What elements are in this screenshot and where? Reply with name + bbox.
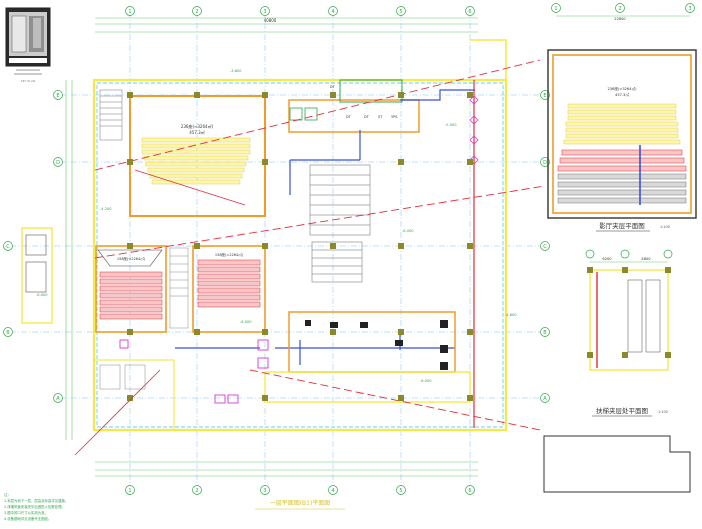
detail-top-axis-1: 1 bbox=[554, 6, 557, 12]
axis-label-B-right: B bbox=[543, 330, 547, 336]
axis-bubbles-side bbox=[3, 90, 550, 403]
top-dimension-chain bbox=[95, 17, 478, 33]
note-line-2: 2.排烟风管安装完毕后做防火包覆处理。 bbox=[4, 504, 65, 509]
cinema-hall-small-2 bbox=[192, 245, 266, 333]
axis-bubbles-top bbox=[125, 6, 475, 495]
axis-label-1-bottom: 1 bbox=[128, 488, 131, 494]
hall-small-2-name: 158座(≈2264㎡) bbox=[215, 252, 244, 257]
equip-label-1: DT bbox=[346, 115, 352, 119]
axis-label-1-top: 1 bbox=[128, 9, 131, 15]
main-plan-caption: 一层平面图(B1)平面图 bbox=[270, 500, 331, 507]
axis-label-6-bottom: 6 bbox=[468, 488, 471, 494]
axis-label-4-bottom: 4 bbox=[331, 488, 334, 494]
axis-label-2-bottom: 2 bbox=[195, 488, 198, 494]
axis-label-E-right: E bbox=[543, 93, 546, 99]
level-mark-6: -4.800 bbox=[505, 313, 517, 317]
detail-top-hall-area: 457.3㎡ bbox=[615, 92, 629, 97]
stair-block-west bbox=[99, 89, 123, 141]
axis-label-A-right: A bbox=[543, 396, 547, 402]
detail-escalator-mezzanine bbox=[585, 249, 673, 371]
level-mark-8: -6.000 bbox=[420, 379, 432, 383]
detail-cinema-mezzanine bbox=[547, 3, 697, 219]
level-mark-5: -6.000 bbox=[240, 320, 252, 324]
detail-top-dimension: 22800 bbox=[614, 17, 626, 21]
level-mark-1: -3.800 bbox=[230, 69, 242, 73]
detail-top-title: 影厅夹层平面图 bbox=[599, 221, 645, 230]
equip-label-4: YPS bbox=[391, 115, 398, 119]
diffusers-south bbox=[119, 339, 269, 404]
cinema-hall-small-1 bbox=[95, 245, 167, 333]
note-line-3: 3.图中风口尺寸以实测为准。 bbox=[4, 510, 48, 515]
axis-label-C-right: C bbox=[543, 244, 547, 250]
detail-mid-scale: 1:100 bbox=[658, 410, 668, 414]
axis-label-2-top: 2 bbox=[195, 9, 198, 15]
equipment-room bbox=[288, 79, 420, 133]
structural-grid bbox=[10, 12, 540, 490]
detail-top-axis-2: 2 bbox=[618, 6, 621, 12]
smoke-exhaust-lines bbox=[94, 59, 546, 431]
equip-label-5: DT bbox=[330, 85, 336, 89]
axis-label-D-right: D bbox=[543, 160, 547, 166]
level-mark-4: -4.200 bbox=[100, 207, 112, 211]
building-outline-inner bbox=[96, 82, 504, 428]
northeast-wing bbox=[470, 39, 507, 80]
corridor-stairs-middle bbox=[169, 247, 189, 329]
detail-top-scale: 1:100 bbox=[660, 225, 670, 229]
axis-label-5-bottom: 5 bbox=[399, 488, 402, 494]
note-line-4: 4.设备基础详见设备专业图纸。 bbox=[4, 516, 51, 521]
axis-label-4-top: 4 bbox=[331, 9, 334, 15]
axis-label-B-left: B bbox=[6, 330, 10, 336]
axis-label-C-left: C bbox=[6, 244, 10, 250]
equip-label-2: DT bbox=[364, 115, 370, 119]
axis-label-6-top: 6 bbox=[468, 9, 471, 15]
west-shaft-annex bbox=[21, 227, 53, 324]
note-line-1: 1.本层为地下一层，层高及标高详见建施。 bbox=[4, 498, 68, 503]
cinema-hall-large bbox=[129, 95, 266, 217]
detail-outline-southeast bbox=[543, 435, 691, 493]
axis-label-3-bottom: 3 bbox=[263, 488, 266, 494]
hall-small-1-name: 158座(≈2264㎡) bbox=[117, 256, 146, 261]
building-outline bbox=[92, 78, 508, 432]
key-plan-thumbnail bbox=[5, 7, 51, 75]
structural-columns bbox=[127, 92, 473, 401]
detail-mid-title: 扶梯夹层处平面图 bbox=[596, 406, 648, 415]
detail-top-axis-3: 3 bbox=[688, 6, 691, 12]
equipment-block-south bbox=[264, 311, 471, 403]
level-mark-3: -6.000 bbox=[402, 229, 414, 233]
hall-large-name: 236座(≈3264㎡) bbox=[181, 123, 214, 129]
note-heading: 注： bbox=[4, 492, 11, 497]
axis-label-3-top: 3 bbox=[263, 9, 266, 15]
central-escalator bbox=[309, 164, 371, 283]
detail-mid-dim-2: 4800 bbox=[641, 257, 651, 261]
dim-total-top: 40800 bbox=[264, 18, 277, 23]
bottom-dimension-chain bbox=[95, 461, 478, 477]
service-core-southwest bbox=[74, 359, 175, 456]
left-dimension-chain bbox=[65, 80, 73, 440]
level-mark-7: -6.000 bbox=[36, 293, 48, 297]
axis-label-A-left: A bbox=[56, 396, 60, 402]
hall-large-area: 457.3㎡ bbox=[189, 129, 204, 135]
axis-label-D-left: D bbox=[56, 160, 60, 166]
axis-label-5-top: 5 bbox=[399, 9, 402, 15]
level-mark-2: -5.000 bbox=[445, 123, 457, 127]
equip-label-3: ST bbox=[378, 115, 383, 119]
key-plan-label: KEY PLAN bbox=[21, 79, 36, 83]
detail-mid-dim-1: 6200 bbox=[602, 257, 612, 261]
axis-label-E-left: E bbox=[56, 93, 59, 99]
detail-top-hall-name: 236座(≈3264㎡) bbox=[607, 86, 637, 91]
riser-duct-east bbox=[469, 80, 479, 428]
